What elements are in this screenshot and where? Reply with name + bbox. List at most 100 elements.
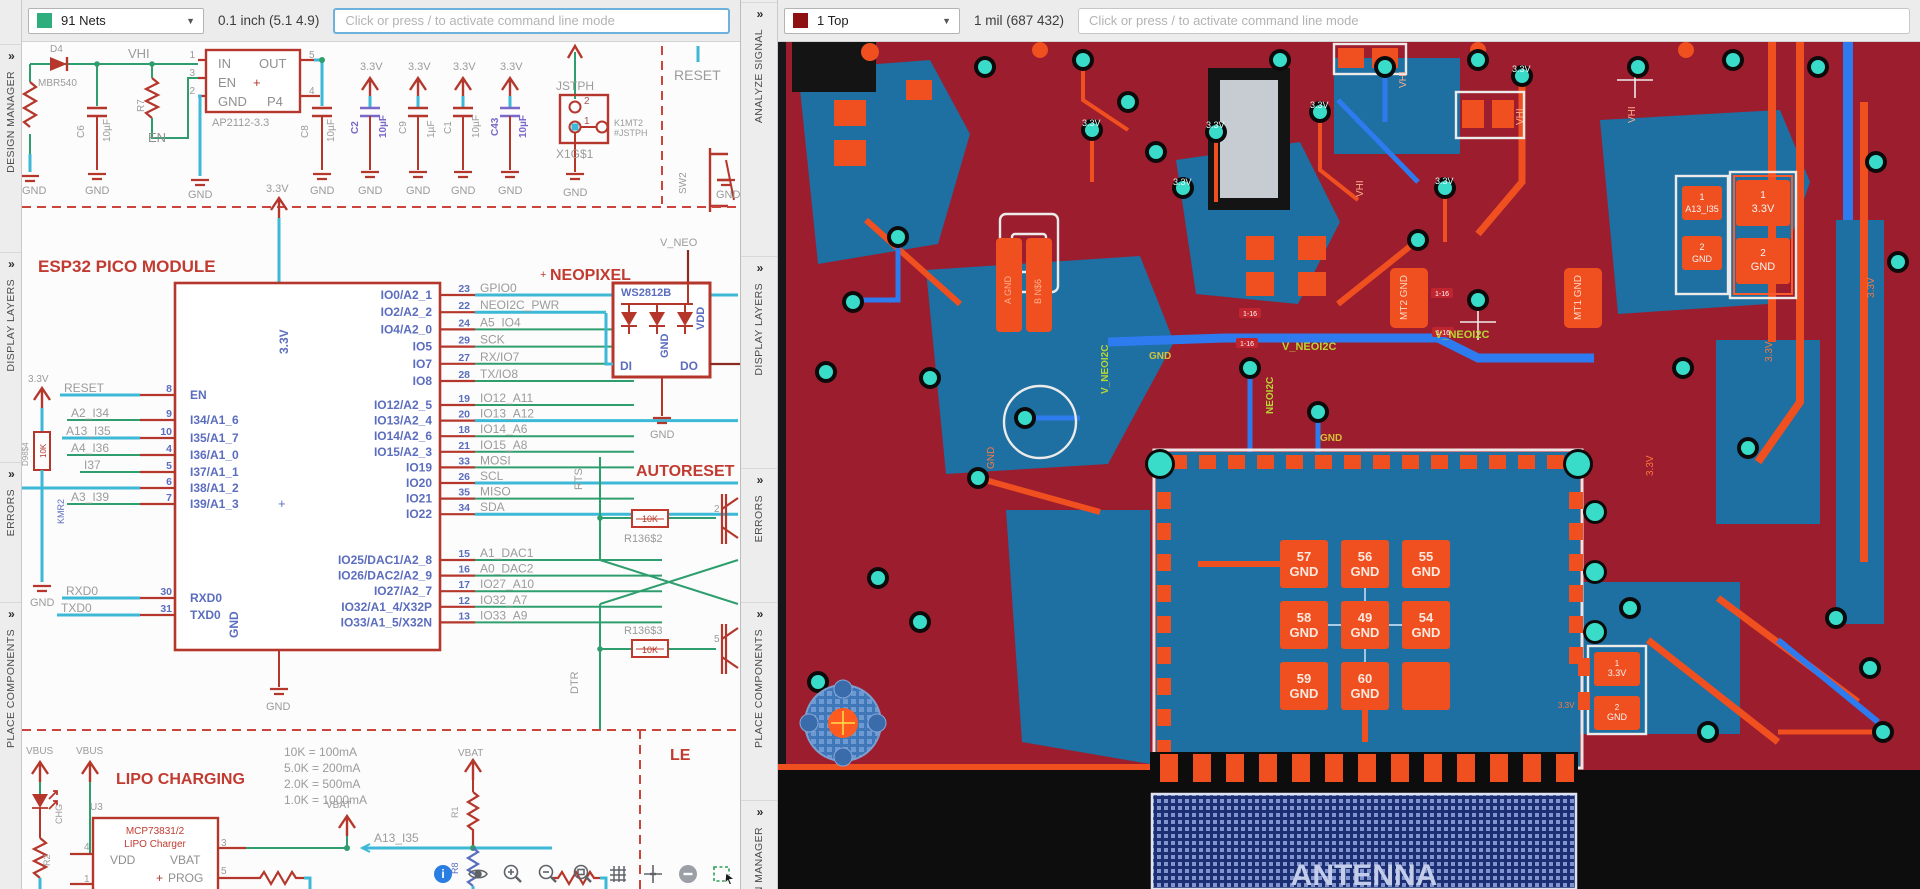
svg-text:56: 56 [1358,549,1372,564]
tab-design-manager[interactable]: » DESIGN MANAGER [0,44,21,173]
tab-analyze-signal[interactable]: »ANALYZE SIGNAL [741,2,777,123]
tab-label: PLACE COMPONENTS [753,629,765,749]
remove-icon[interactable] [677,863,699,885]
svg-text:LIPO Charger: LIPO Charger [124,839,186,850]
svg-text:23: 23 [458,283,470,295]
svg-text:C43: C43 [490,117,501,136]
svg-text:4: 4 [84,842,90,853]
svg-text:GND: GND [218,94,247,109]
svg-text:49: 49 [1358,610,1372,625]
svg-text:A4_I36: A4_I36 [71,441,109,455]
svg-text:9: 9 [166,408,172,420]
svg-text:R2: R2 [42,854,52,866]
svg-text:AP2112-3.3: AP2112-3.3 [212,117,269,129]
mounting-hole [799,679,887,767]
schematic-drawing: RESET8ENA2_I349I34/A1_6A13_I3510I35/A1_7… [22,43,740,889]
svg-text:EN: EN [190,388,207,402]
svg-text:3.3V: 3.3V [453,61,476,73]
tab-place-components[interactable]: » PLACE COMPONENTS [741,602,777,748]
svg-text:2: 2 [1699,242,1704,252]
svg-text:R136$3: R136$3 [624,625,663,637]
expand-panel-icon[interactable]: » [756,7,764,21]
svg-text:IO27/A2_7: IO27/A2_7 [374,584,432,598]
svg-text:D98$4: D98$4 [22,442,30,466]
svg-text:V_NEO: V_NEO [660,237,698,249]
svg-text:K1MT2: K1MT2 [614,118,643,128]
svg-text:A5_IO4: A5_IO4 [480,315,521,329]
eye-icon[interactable] [467,863,489,885]
svg-text:I37: I37 [84,458,101,472]
svg-text:12: 12 [458,595,470,607]
tab-place-components[interactable]: »PLACE COMPONENTS [0,602,21,748]
expand-panel-icon[interactable]: » [756,805,764,819]
expand-panel-icon[interactable]: » [756,261,764,275]
svg-text:1µF: 1µF [426,121,437,138]
schematic-layer-dropdown[interactable]: 91 Nets ▼ [28,7,204,34]
tab-label: GN MANAGER [753,827,765,889]
svg-text:3.3V: 3.3V [408,61,431,73]
svg-text:3.3V: 3.3V [1558,701,1575,710]
grid-icon[interactable] [607,863,629,885]
svg-text:IO5: IO5 [413,340,433,354]
svg-text:JSTPH: JSTPH [556,79,594,93]
zoom-in-icon[interactable] [502,863,524,885]
svg-text:GND: GND [1607,712,1628,722]
expand-panel-icon[interactable]: » [756,607,764,621]
command-line-input[interactable] [1078,7,1910,34]
tab-errors[interactable]: »ERRORS [0,462,21,536]
svg-text:31: 31 [160,603,172,615]
svg-text:2: 2 [714,504,720,515]
svg-text:NEOI2C_PWR: NEOI2C_PWR [480,298,560,312]
svg-text:1-16: 1-16 [1436,330,1450,337]
select-region-icon[interactable] [712,863,734,885]
svg-text:V_NEOI2C: V_NEOI2C [1100,345,1111,394]
svg-text:RTS: RTS [573,468,585,490]
svg-text:C6: C6 [76,125,87,138]
board-layer-dropdown[interactable]: 1 Top ▼ [784,7,960,34]
svg-text:AUTORESET: AUTORESET [636,463,735,480]
svg-text:ANTENNA: ANTENNA [1291,859,1438,889]
svg-text:GND: GND [1290,564,1319,579]
svg-text:I37/A1_1: I37/A1_1 [190,465,239,479]
svg-text:B N$6: B N$6 [1033,279,1043,304]
expand-panel-icon[interactable]: » [8,49,15,63]
crosshair-icon[interactable] [642,863,664,885]
tab-label: DESIGN MANAGER [4,71,17,173]
svg-text:NEOI2C: NEOI2C [1265,377,1276,414]
tab-gn-manager[interactable]: » GN MANAGER [741,800,777,889]
command-line-input[interactable] [333,7,730,34]
zoom-fit-icon[interactable] [572,863,594,885]
svg-text:RXD0: RXD0 [190,591,222,605]
expand-panel-icon[interactable]: » [8,257,15,271]
expand-panel-icon[interactable]: » [8,467,15,481]
svg-text:A3_I39: A3_I39 [71,490,109,504]
svg-text:TXD0: TXD0 [61,601,92,615]
tab-display-layers[interactable]: »DISPLAY LAYERS [0,252,21,372]
svg-text:1: 1 [1760,190,1766,201]
lipo-section [22,729,740,889]
tab-errors[interactable]: »ERRORS [741,468,777,542]
svg-text:R1: R1 [450,806,460,818]
svg-text:C1: C1 [443,121,454,134]
svg-text:GND: GND [1351,686,1380,701]
info-icon[interactable]: i [432,863,454,885]
svg-text:28: 28 [458,369,470,381]
svg-text:26: 26 [458,471,470,483]
layer-dropdown-label: 1 Top [817,13,849,28]
svg-text:A13_I35: A13_I35 [66,424,111,438]
svg-text:RX/IO7: RX/IO7 [480,350,520,364]
svg-text:5: 5 [221,866,227,877]
expand-panel-icon[interactable]: » [8,607,15,621]
svg-text:GND: GND [1412,625,1441,640]
expand-panel-icon[interactable]: » [756,473,764,487]
svg-text:3.3V: 3.3V [1082,118,1101,128]
tab-display-layers[interactable]: »DISPLAY LAYERS [741,256,777,376]
svg-text:I39/A1_3: I39/A1_3 [190,497,239,511]
copper-pours [798,58,1884,768]
zoom-out-icon[interactable] [537,863,559,885]
layer-swatch [37,13,52,28]
svg-text:3.3V: 3.3V [1206,120,1225,130]
